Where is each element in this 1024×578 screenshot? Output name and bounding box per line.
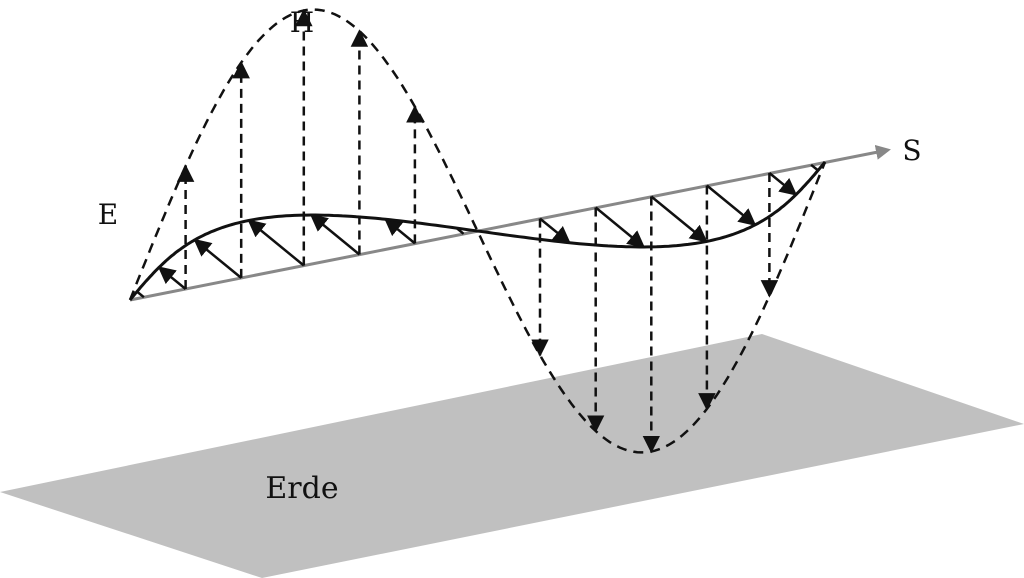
e-vector-arrow: [539, 217, 571, 244]
ground-label: Erde: [265, 471, 338, 506]
direction-label: S: [902, 134, 921, 167]
ground-plane: [0, 334, 1024, 578]
e-vector-arrow: [193, 238, 242, 279]
h-field-label: H: [290, 6, 314, 39]
e-vector-arrow: [594, 206, 646, 249]
e-vector-arrow: [768, 172, 798, 196]
e-vector-arrow: [706, 184, 757, 227]
e-vector-arrow: [384, 218, 416, 245]
e-vector-arrow: [309, 213, 361, 256]
e-field-vectors: [136, 163, 819, 299]
e-vector-arrow: [650, 195, 708, 243]
e-vector-arrow: [157, 266, 187, 290]
e-field-curve: [128, 161, 827, 301]
e-field-label: E: [98, 198, 118, 231]
e-vector-arrow: [247, 219, 305, 267]
h-field-curve: [128, 8, 827, 454]
propagation-axis: [129, 144, 891, 302]
